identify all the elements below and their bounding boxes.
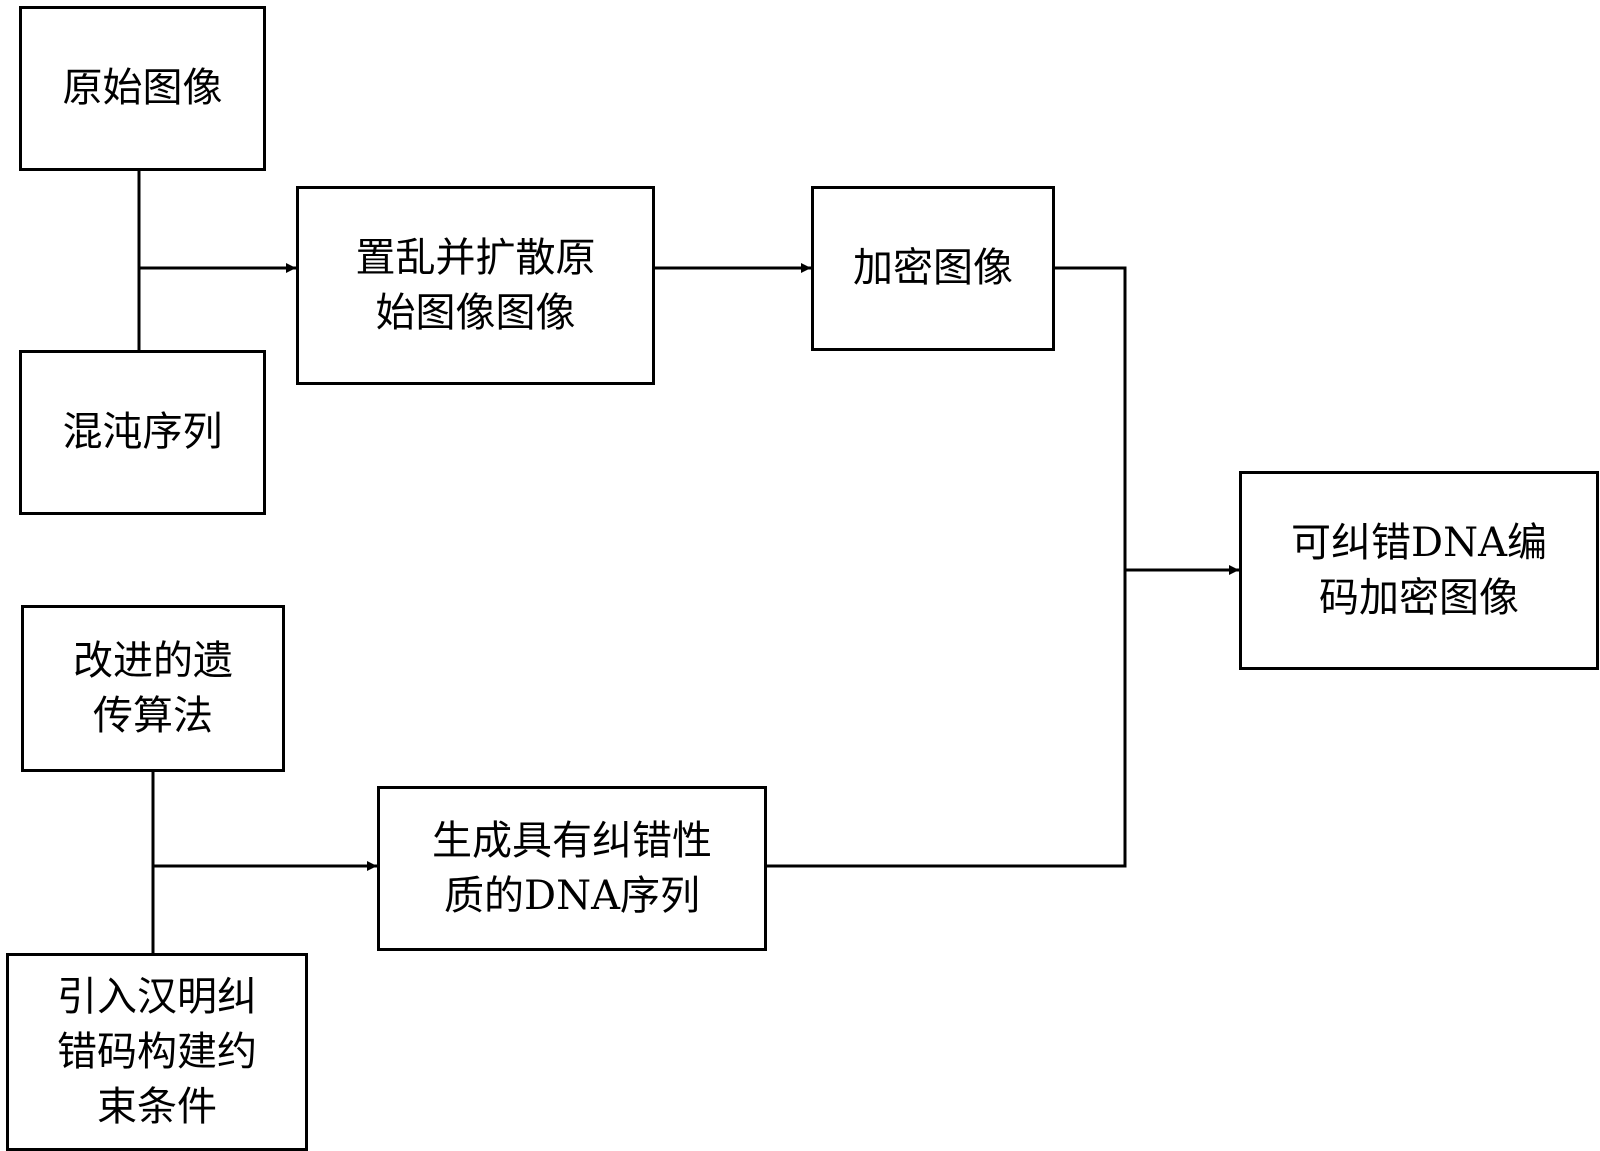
encrypted-image-box: 加密图像 [811,186,1055,351]
hamming-constraint-box: 引入汉明纠 错码构建约 束条件 [6,953,308,1151]
scramble-diffuse-label-line1: 置乱并扩散原 [355,234,596,281]
scramble-diffuse-box: 置乱并扩散原 始图像图像 [296,186,655,385]
chaotic-sequence-box: 混沌序列 [19,350,266,515]
original-image-label: 原始图像 [62,65,223,111]
encrypted-image-label: 加密图像 [853,245,1013,291]
connector-dna-sequence-right [765,570,1127,868]
hamming-constraint-label-line2: 错码构建约 [57,1028,257,1075]
dna-sequence-label-line1: 生成具有纠错性 [432,817,712,864]
scramble-diffuse-label-line2: 始图像图像 [375,289,576,336]
hamming-constraint-label-line3: 束条件 [97,1083,217,1130]
original-image-box: 原始图像 [19,6,266,171]
dna-encoded-image-label-line1: 可纠错DNA编 [1291,519,1547,566]
dna-encoded-image-label-line2: 码加密图像 [1319,574,1519,621]
chaotic-sequence-label: 混沌序列 [62,409,223,455]
hamming-constraint-label-line1: 引入汉明纠 [57,973,257,1020]
dna-encoded-image-box: 可纠错DNA编 码加密图像 [1239,471,1599,670]
dna-sequence-box: 生成具有纠错性 质的DNA序列 [377,786,767,951]
dna-sequence-label-line2: 质的DNA序列 [444,872,700,919]
connector-encrypted-right [1053,266,1127,570]
improved-ga-label-line1: 改进的遗 [73,637,233,684]
improved-ga-label-line2: 传算法 [93,692,213,739]
improved-ga-box: 改进的遗 传算法 [21,605,285,772]
